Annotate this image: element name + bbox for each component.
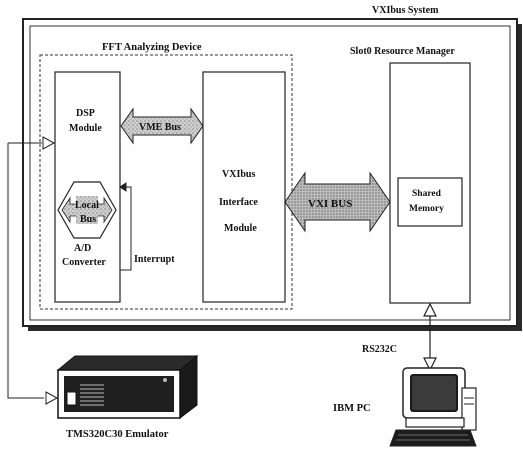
vxi-interface-line1: VXIbus xyxy=(222,169,255,180)
local-bus-label-line2: Bus xyxy=(80,214,96,225)
ibm-pc-label: IBM PC xyxy=(333,403,371,414)
system-title: VXIbus System xyxy=(372,5,439,16)
fft-device-title: FFT Analyzing Device xyxy=(102,42,202,53)
emulator-icon xyxy=(58,356,197,418)
shared-memory-box xyxy=(398,178,462,226)
vxi-interface-line2: Interface xyxy=(219,197,258,208)
local-bus-label-line1: Local xyxy=(75,200,99,211)
shared-memory-line1: Shared xyxy=(412,189,442,199)
ad-converter-line2: Converter xyxy=(62,257,106,268)
dsp-label-line1: DSP xyxy=(76,108,95,119)
vxi-interface-module-box xyxy=(203,72,285,302)
slot0-title: Slot0 Resource Manager xyxy=(350,46,455,57)
emulator-label: TMS320C30 Emulator xyxy=(66,429,169,440)
ibm-pc-icon xyxy=(390,368,476,446)
shared-memory-line2: Memory xyxy=(409,204,444,214)
vme-bus-label: VME Bus xyxy=(139,122,181,133)
vxi-interface-line3: Module xyxy=(224,223,257,234)
ad-converter-line1: A/D xyxy=(74,243,91,254)
rs232c-label: RS232C xyxy=(362,344,397,355)
rs232c-link xyxy=(424,304,436,370)
interrupt-label: Interrupt xyxy=(134,254,175,265)
vxi-bus-label: VXI BUS xyxy=(308,198,352,210)
dsp-label-line2: Module xyxy=(69,123,102,134)
